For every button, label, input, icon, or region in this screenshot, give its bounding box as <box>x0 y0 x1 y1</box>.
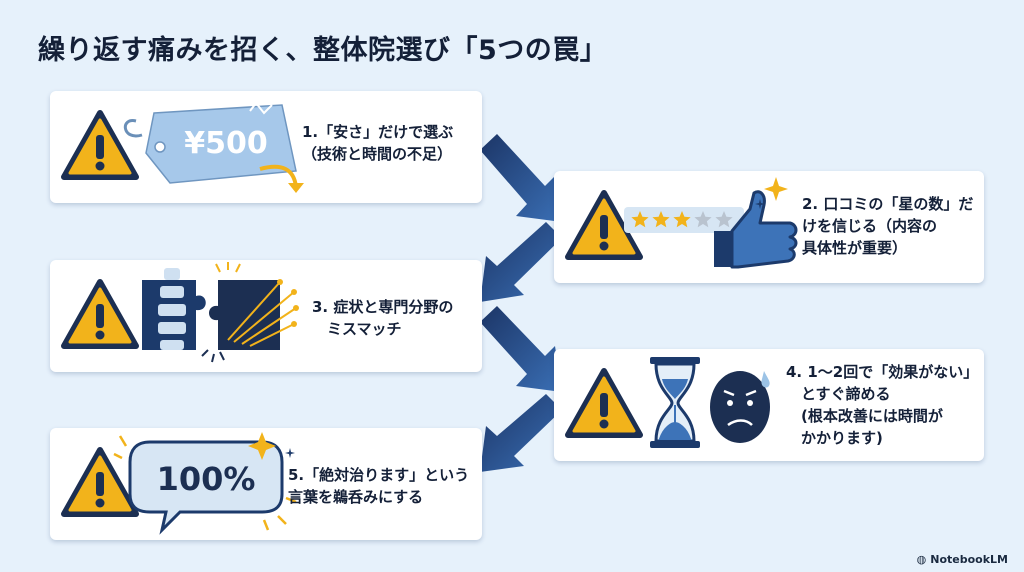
star-rating <box>624 207 744 233</box>
star-filled-icon <box>631 211 649 228</box>
trap-card-1: ¥500 1.「安さ」だけで選ぶ （技術と時間の不足） <box>50 91 482 203</box>
bubble-label: 100% <box>157 460 256 498</box>
thumbs-up-icon <box>714 190 798 269</box>
warning-icon <box>61 447 139 517</box>
acupuncture-puzzle-icon <box>201 262 299 363</box>
trap-card-5-text: 5.「絶対治ります」という 言葉を鵜呑みにする <box>288 466 470 506</box>
warning-icon <box>565 368 643 438</box>
arrow-3-to-4 <box>480 306 562 392</box>
warning-icon <box>61 279 139 349</box>
trap-card-1-text: 1.「安さ」だけで選ぶ （技術と時間の不足） <box>302 123 454 163</box>
sparkle-icon <box>113 432 297 531</box>
notebooklm-logo-icon: ◍ <box>916 553 927 566</box>
arrow-2-to-3 <box>480 222 562 302</box>
star-filled-icon <box>652 211 670 228</box>
star-empty-icon <box>715 211 733 228</box>
spine-puzzle-icon <box>142 268 206 350</box>
star-filled-icon <box>673 211 691 228</box>
price-tag-icon <box>124 101 304 193</box>
hourglass-icon <box>650 357 700 448</box>
arrow-4-to-5 <box>480 394 562 472</box>
trap-card-5: 100% 5.「絶対治ります」という 言葉を鵜呑みにする <box>50 428 482 540</box>
page-title: 繰り返す痛みを招く、整体院選び「5つの罠」 <box>38 35 608 66</box>
trap-card-2-text: 2. 口コミの「星の数」だ けを信じる（内容の 具体性が重要） <box>802 195 974 257</box>
star-empty-icon <box>694 211 712 228</box>
worried-face-icon <box>710 371 770 443</box>
speech-bubble-icon <box>128 440 284 535</box>
price-tag-label: ¥500 <box>184 126 268 161</box>
brand-label: NotebookLM <box>930 553 1008 566</box>
warning-icon <box>61 110 139 180</box>
trap-card-3: 3. 症状と専門分野の ミスマッチ <box>50 260 482 372</box>
trap-card-4-text: 4. 1〜2回で「効果がない」 とすぐ諦める (根本改善には時間が かかります) <box>786 363 979 447</box>
arrow-1-to-2 <box>480 134 562 222</box>
warning-icon <box>565 190 643 260</box>
trap-card-4: 4. 1〜2回で「効果がない」 とすぐ諦める (根本改善には時間が かかります) <box>554 349 984 461</box>
trap-card-3-text: 3. 症状と専門分野の ミスマッチ <box>312 298 454 338</box>
sparkle-icon <box>755 177 788 209</box>
trap-card-2: 2. 口コミの「星の数」だ けを信じる（内容の 具体性が重要） <box>554 171 984 283</box>
brand-badge: ◍ NotebookLM <box>917 553 1008 566</box>
